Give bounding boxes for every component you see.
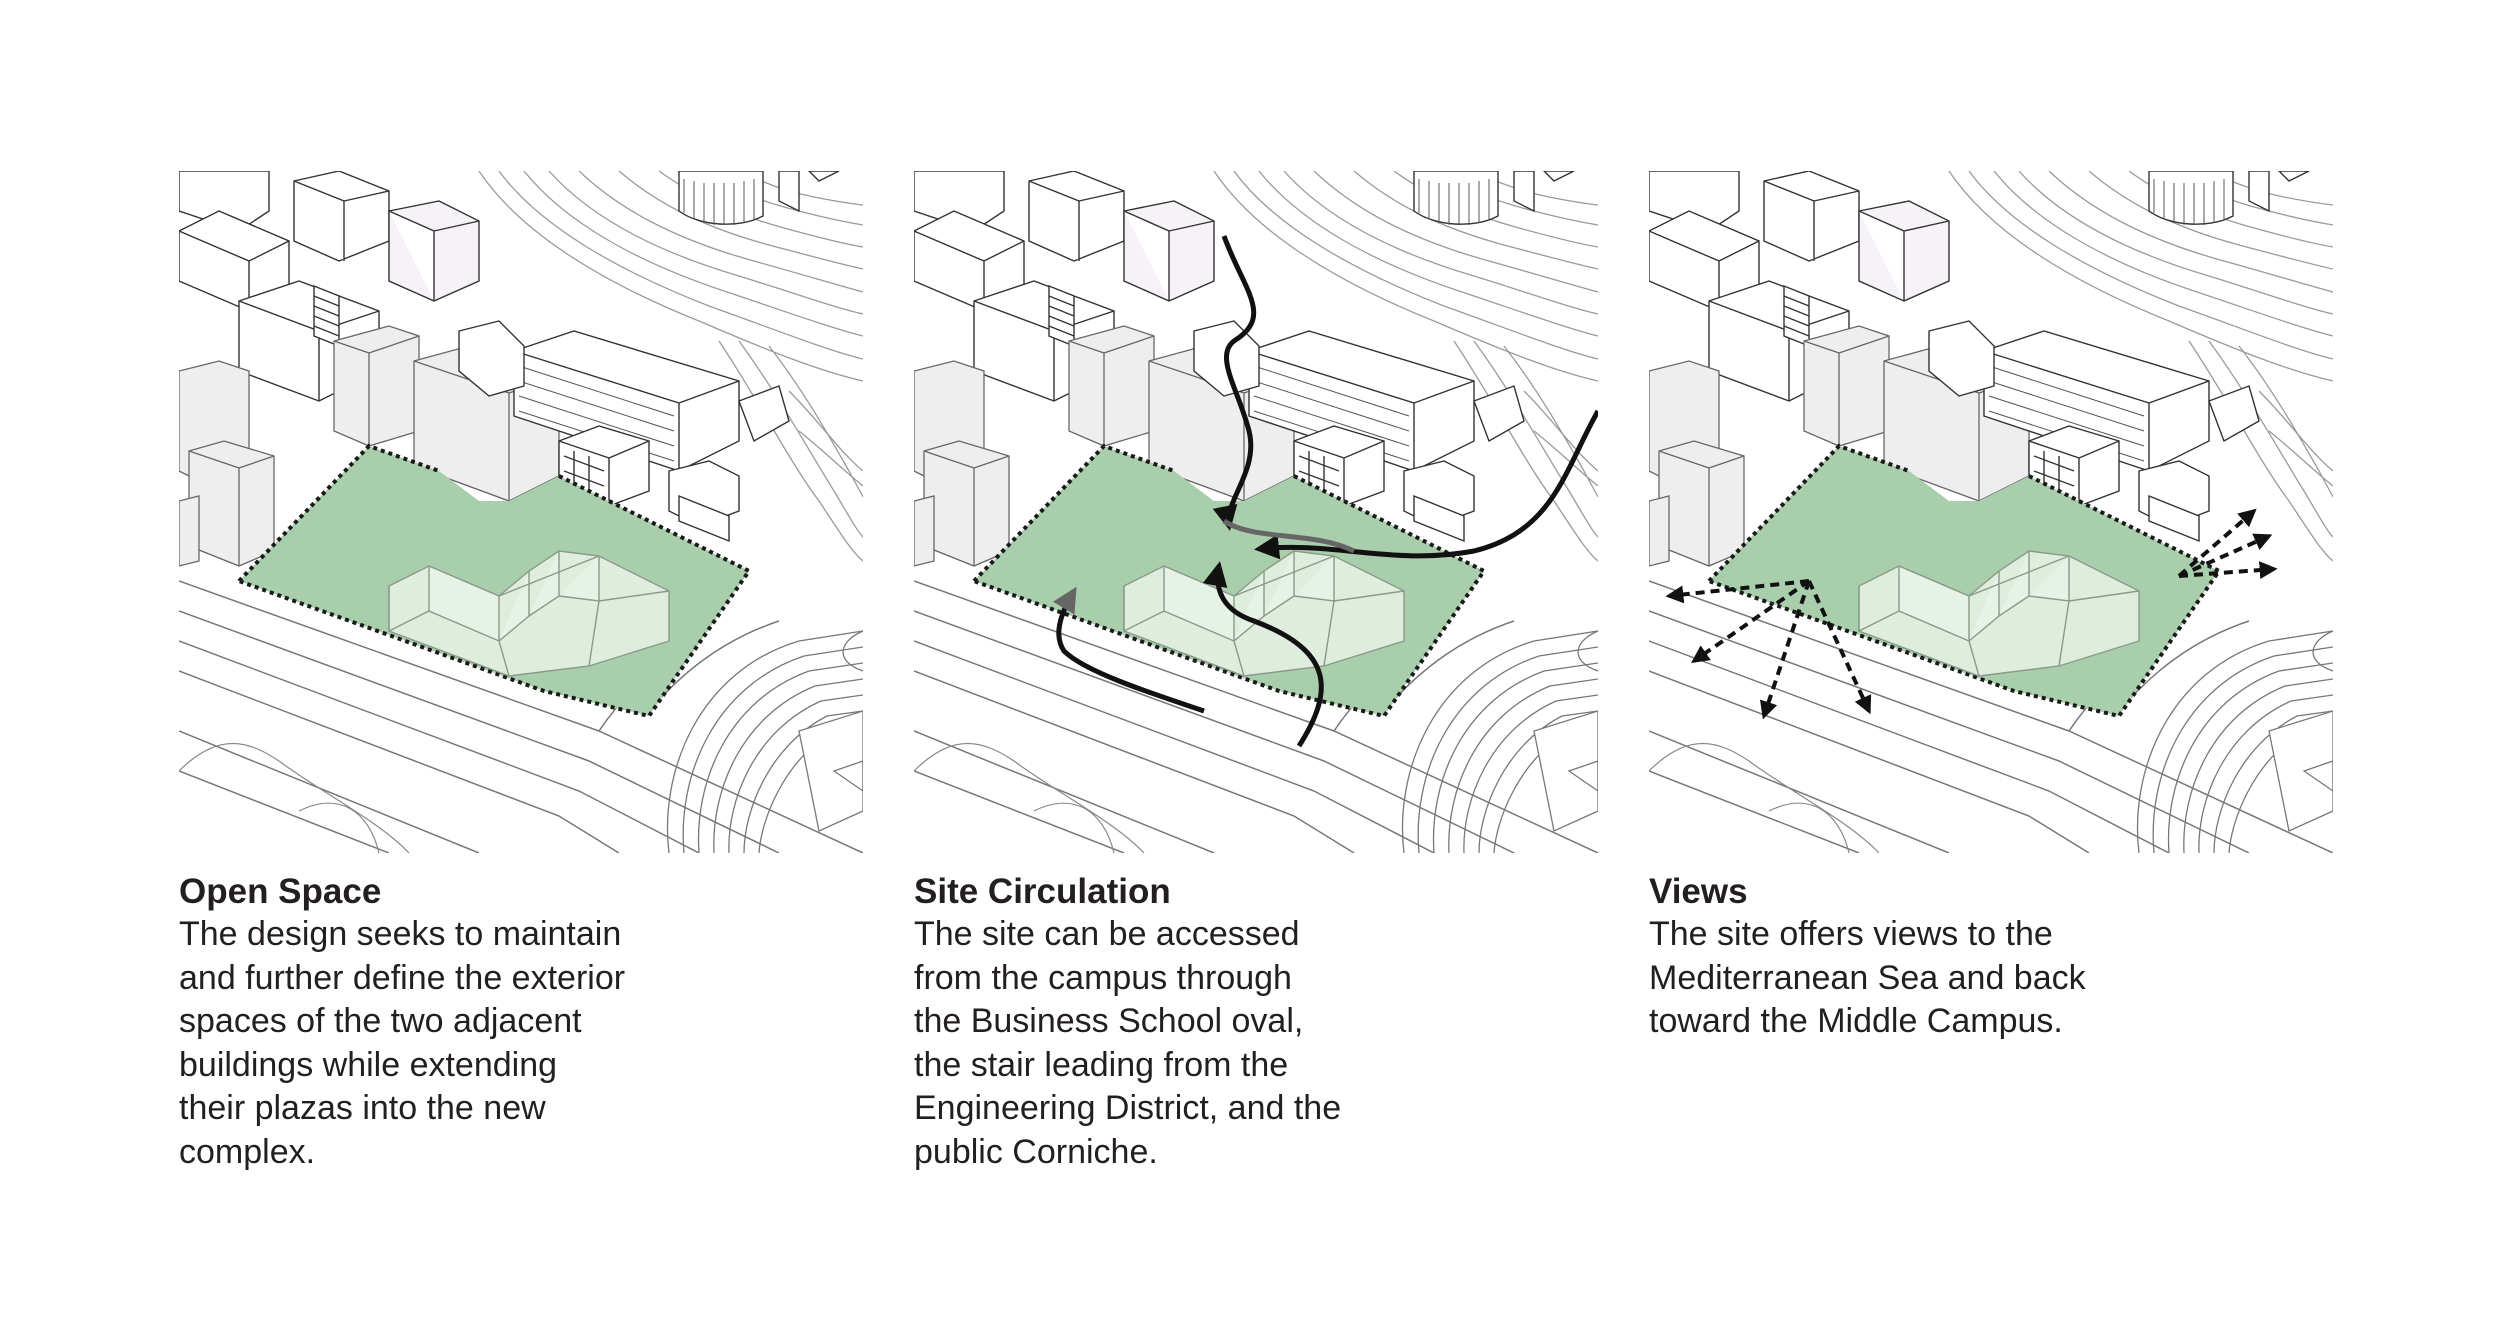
open-space-diagram (179, 171, 863, 853)
panel-open-space: Open Space The design seeks to maintain … (179, 171, 863, 1174)
panel-text-line: buildings while extending (179, 1045, 558, 1084)
panel-text-line: complex. (179, 1132, 316, 1171)
panel-text-line: the Business School oval, (914, 1002, 1304, 1040)
open-space-caption: Open Space The design seeks to maintain … (179, 870, 863, 1174)
panel-text-line: the stair leading from the (914, 1045, 1289, 1084)
panel-text-line: spaces of the two adjacent (179, 1002, 582, 1040)
panel-title: Open Space (179, 872, 382, 911)
panel-title: Views (1649, 872, 1748, 911)
panel-text-line: The site offers views to the (1649, 915, 2053, 953)
panel-text-line: Engineering District, and the (914, 1089, 1342, 1127)
panel-text-line: public Corniche. (914, 1132, 1158, 1171)
panel-title: Site Circulation (914, 872, 1171, 911)
panel-text-line: The design seeks to maintain (179, 915, 622, 953)
circulation-arrow-stair (1222, 518, 1356, 554)
site-circulation-diagram (914, 171, 1598, 853)
view-arrows-middle-campus (2177, 508, 2278, 580)
views-caption: Views The site offers views to the Medit… (1649, 870, 2333, 1044)
circulation-arrow-oval (1254, 409, 1598, 560)
circulation-arrow-campus (1212, 235, 1257, 531)
view-arrows-sea (1665, 579, 1872, 720)
panel-text-line: toward the Middle Campus. (1649, 1002, 2063, 1040)
panel-text-line: their plazas into the new (179, 1089, 546, 1127)
views-diagram (1649, 171, 2333, 853)
panel-site-circulation: Site Circulation The site can be accesse… (914, 171, 1598, 1174)
site-circulation-caption: Site Circulation The site can be accesse… (914, 870, 1598, 1174)
circulation-arrow-corniche (1052, 586, 1205, 714)
panel-text-line: and further define the exterior (179, 958, 626, 997)
panel-text-line: from the campus through (914, 958, 1292, 997)
panel-text-line: The site can be accessed (914, 915, 1300, 953)
circulation-arrow-engineering (1202, 561, 1324, 748)
panel-views: Views The site offers views to the Medit… (1649, 171, 2333, 1044)
panel-text-line: Mediterranean Sea and back (1649, 958, 2086, 997)
